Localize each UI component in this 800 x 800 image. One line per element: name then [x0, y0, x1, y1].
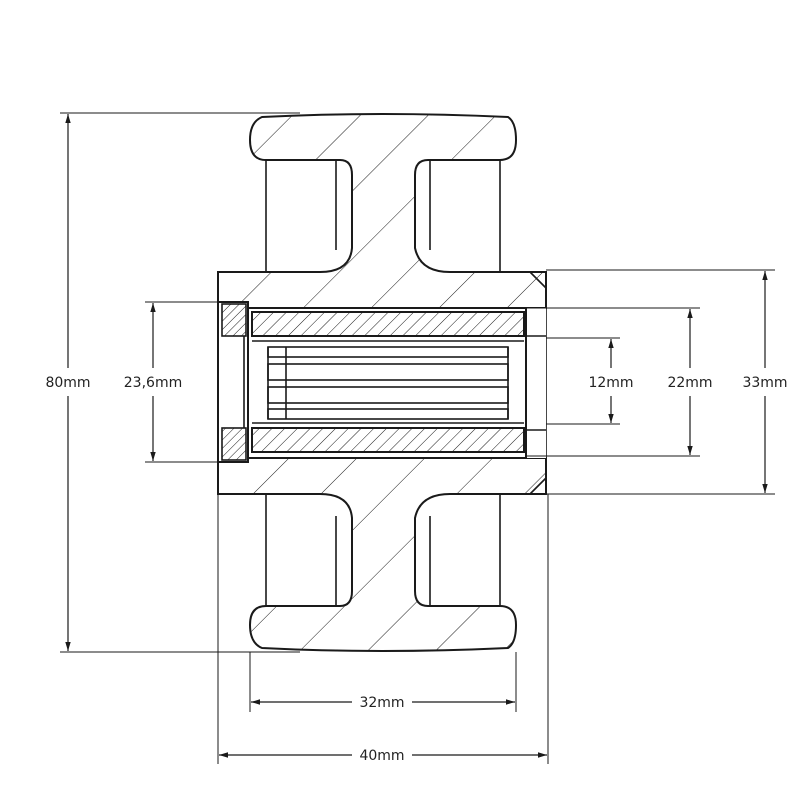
thrust-washer-section-bottom: [221, 427, 247, 461]
wheel-section-upper: [217, 113, 547, 309]
dimension-labels: 80mm 23,6mm 12mm 22mm 33mm 32mm 40mm: [45, 375, 787, 764]
bearing-outer-ring-top: [251, 311, 525, 337]
thrust-washer-section-top: [221, 303, 247, 337]
needle-roller: [267, 386, 509, 404]
label-hub-diameter: 33mm: [742, 375, 787, 391]
label-inner-bore: 12mm: [588, 375, 633, 391]
label-hub-length: 40mm: [359, 748, 404, 764]
label-overall-diameter: 80mm: [45, 375, 90, 391]
wheel-section-lower: [217, 457, 547, 652]
label-bearing-diameter: 22mm: [667, 375, 712, 391]
label-tread-width: 32mm: [359, 695, 404, 711]
dimension-lines: [65, 114, 768, 758]
thrust-washer: [217, 301, 249, 463]
bearing-outer-ring-bottom: [251, 427, 525, 453]
needle-roller: [267, 346, 509, 358]
needle-roller: [267, 363, 509, 381]
label-hub-bore: 23,6mm: [124, 375, 182, 391]
bearing: [251, 311, 546, 453]
needle-roller: [267, 408, 509, 420]
extension-lines: [60, 112, 775, 764]
